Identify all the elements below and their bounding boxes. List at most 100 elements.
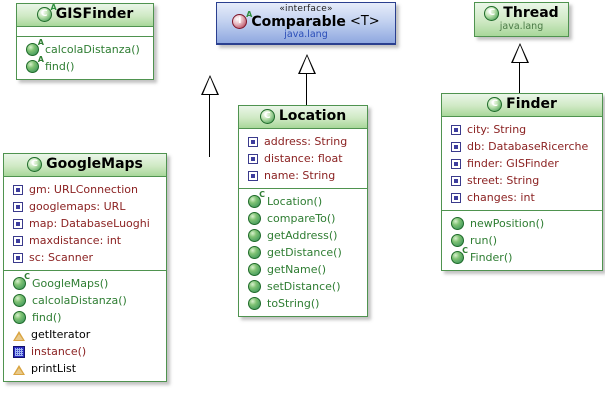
member-row[interactable]: instance(): [4, 343, 166, 360]
public-method-icon: [248, 263, 261, 276]
package-label: java.lang: [499, 21, 544, 32]
private-field-icon: [451, 141, 461, 152]
member-row[interactable]: toString(): [239, 295, 367, 312]
member-label: getIterator: [31, 328, 91, 341]
member-row[interactable]: compareTo(): [239, 210, 367, 227]
member-row[interactable]: setDistance(): [239, 278, 367, 295]
attributes-compartment: gm: URLConnection googlemaps: URL map: D…: [4, 177, 166, 271]
member-row[interactable]: name: String: [239, 167, 367, 184]
generalization-arrowhead: [511, 43, 529, 63]
member-row[interactable]: maxdistance: int: [4, 232, 166, 249]
member-row[interactable]: address: String: [239, 133, 367, 150]
member-row[interactable]: street: String: [442, 172, 602, 189]
private-field-icon: [451, 124, 461, 135]
member-label: calcolaDistanza(): [45, 43, 140, 56]
member-row[interactable]: calcolaDistanza(): [4, 292, 166, 309]
class-box-location[interactable]: C Location address: String distance: flo…: [238, 105, 368, 317]
blue-square-icon: [13, 345, 25, 358]
private-field-icon: [451, 158, 461, 169]
member-row[interactable]: A calcolaDistanza(): [17, 39, 153, 58]
member-label: newPosition(): [470, 217, 545, 230]
member-label: compareTo(): [267, 212, 336, 225]
member-label: sc: Scanner: [29, 251, 93, 264]
member-label: getDistance(): [267, 246, 342, 259]
member-row[interactable]: newPosition(): [442, 215, 602, 232]
class-box-finder[interactable]: C Finder city: String db: DatabaseRicerc…: [441, 93, 603, 271]
member-label: maxdistance: int: [29, 234, 122, 247]
abstract-method-icon: A: [26, 39, 44, 56]
member-row[interactable]: getDistance(): [239, 244, 367, 261]
member-label: find(): [32, 311, 62, 324]
member-row[interactable]: finder: GISFinder: [442, 155, 602, 172]
class-header: C Finder: [442, 94, 602, 117]
member-row[interactable]: A find(): [17, 56, 153, 75]
constructor-icon: C: [451, 247, 468, 264]
member-label: distance: float: [264, 152, 343, 165]
package-label: java.lang: [284, 29, 328, 41]
private-field-icon: [13, 184, 23, 195]
class-header: C Location: [239, 106, 367, 129]
constructor-icon: C: [13, 273, 30, 290]
triangle-icon: [13, 364, 25, 375]
member-row[interactable]: distance: float: [239, 150, 367, 167]
member-row[interactable]: map: DatabaseLuoghi: [4, 215, 166, 232]
operations-compartment: C Location() compareTo() getAddress() ge…: [239, 189, 367, 316]
constructor-icon: C: [248, 191, 265, 208]
attributes-compartment: address: String distance: float name: St…: [239, 129, 367, 189]
member-label: map: DatabaseLuoghi: [29, 217, 150, 230]
member-label: GoogleMaps(): [32, 277, 109, 290]
connector-line: [519, 62, 520, 93]
class-name: Finder: [506, 96, 557, 113]
member-row[interactable]: sc: Scanner: [4, 249, 166, 266]
member-row[interactable]: city: String: [442, 121, 602, 138]
member-row[interactable]: C Location(): [239, 191, 367, 210]
member-label: printList: [31, 362, 77, 375]
public-method-icon: [248, 280, 261, 293]
member-row[interactable]: getAddress(): [239, 227, 367, 244]
class-name: Thread: [503, 5, 559, 22]
class-header: C Thread java.lang: [475, 3, 568, 36]
operations-compartment: newPosition() run() C Finder(): [442, 211, 602, 270]
private-field-icon: [248, 170, 258, 181]
member-label: db: DatabaseRicerche: [467, 140, 589, 153]
public-method-icon: [451, 217, 464, 230]
member-row[interactable]: printList: [4, 360, 166, 377]
private-field-icon: [451, 192, 461, 203]
member-label: instance(): [31, 345, 87, 358]
public-method-icon: [451, 234, 464, 247]
class-icon: C: [27, 157, 43, 172]
member-row[interactable]: C GoogleMaps(): [4, 273, 166, 292]
member-row[interactable]: find(): [4, 309, 166, 326]
member-row[interactable]: googlemaps: URL: [4, 198, 166, 215]
connector-line: [209, 94, 210, 157]
class-box-googlemaps[interactable]: C GoogleMaps gm: URLConnection googlemap…: [3, 153, 167, 382]
private-field-icon: [13, 218, 23, 229]
class-name: Location: [278, 108, 347, 125]
member-row[interactable]: getIterator: [4, 326, 166, 343]
member-row[interactable]: gm: URLConnection: [4, 181, 166, 198]
private-field-icon: [248, 136, 258, 147]
member-row[interactable]: changes: int: [442, 189, 602, 206]
member-label: address: String: [264, 135, 348, 148]
private-field-icon: [13, 201, 23, 212]
member-label: street: String: [467, 174, 540, 187]
member-row[interactable]: getName(): [239, 261, 367, 278]
member-row[interactable]: C Finder(): [442, 247, 602, 266]
member-label: calcolaDistanza(): [32, 294, 127, 307]
class-header: C GoogleMaps: [4, 154, 166, 177]
public-method-icon: [13, 311, 26, 324]
class-name: GISFinder: [55, 6, 134, 23]
public-method-icon: [248, 297, 261, 310]
class-box-thread[interactable]: C Thread java.lang: [474, 2, 569, 37]
member-row[interactable]: db: DatabaseRicerche: [442, 138, 602, 155]
public-method-icon: [248, 229, 261, 242]
member-label: getAddress(): [267, 229, 338, 242]
member-row[interactable]: run(): [442, 232, 602, 249]
member-label: Finder(): [470, 251, 513, 264]
member-label: getName(): [267, 263, 327, 276]
